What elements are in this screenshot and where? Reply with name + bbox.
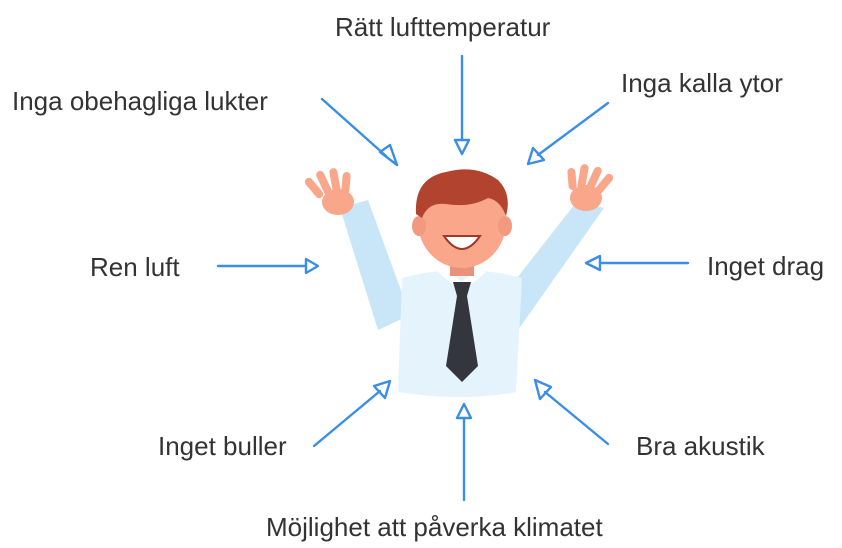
arrow-top: [453, 54, 471, 156]
label-bottom-left: Inget buller: [158, 431, 287, 461]
arrow-top-right: [526, 101, 610, 166]
tie: [446, 282, 478, 382]
arrow-bottom-left: [312, 379, 392, 448]
label-top: Rätt lufttemperatur: [335, 12, 551, 42]
label-top-right: Inga kalla ytor: [621, 68, 783, 98]
arrow-left: [216, 257, 320, 275]
label-bottom: Möjlighet att påverka klimatet: [266, 512, 603, 542]
label-bottom-right: Bra akustik: [636, 431, 765, 461]
happy-man-arms-raised-icon: [304, 164, 614, 397]
arrow-bottom: [455, 402, 473, 502]
hair: [415, 169, 508, 218]
label-right: Inget drag: [707, 251, 825, 281]
label-left: Ren luft: [90, 252, 180, 282]
arrow-bottom-right: [533, 378, 610, 446]
left-hand: [304, 168, 354, 215]
label-top-left: Inga obehagliga lukter: [12, 86, 268, 116]
smile: [442, 235, 482, 250]
left-sleeve: [340, 200, 410, 330]
arrow-top-left: [320, 97, 399, 167]
right-hand: [567, 164, 614, 211]
arrow-right: [584, 254, 690, 272]
